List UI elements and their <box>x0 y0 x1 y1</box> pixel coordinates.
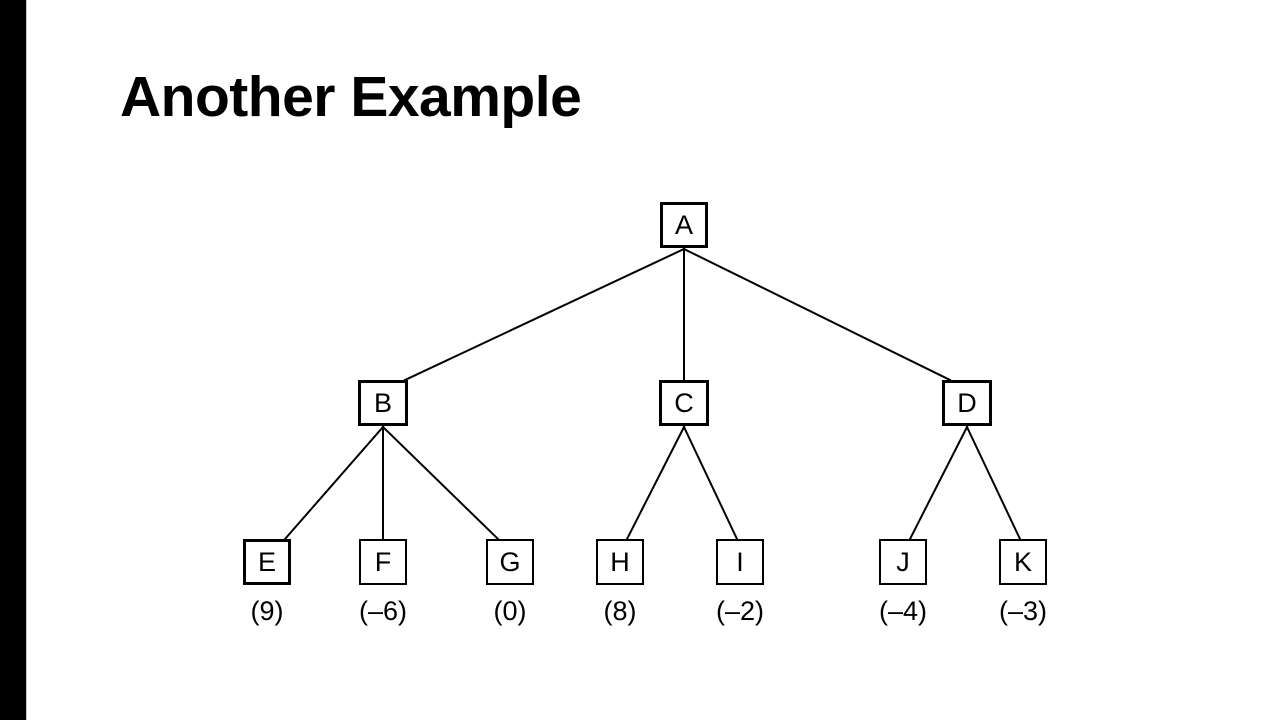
tree-node-label: G <box>499 546 521 577</box>
tree-node-j[interactable]: J <box>879 539 927 585</box>
tree-node-i[interactable]: I <box>716 539 764 585</box>
edge-layer <box>283 247 1022 541</box>
tree-edge-c-h <box>625 425 686 541</box>
tree-node-value-e: (9) <box>250 596 284 626</box>
tree-node-k[interactable]: K <box>999 539 1047 585</box>
tree-edge-b-g <box>381 425 500 541</box>
tree-edge-d-k <box>965 425 1022 541</box>
tree-node-b[interactable]: B <box>358 380 408 426</box>
tree-node-label: F <box>374 546 392 577</box>
tree-node-value-h: (8) <box>603 596 637 626</box>
tree-edge-a-b <box>403 247 686 382</box>
tree-node-label: H <box>610 546 630 577</box>
tree-node-h[interactable]: H <box>596 539 644 585</box>
tree-node-label: C <box>674 387 694 418</box>
tree-node-label: A <box>674 209 693 240</box>
tree-node-f[interactable]: F <box>359 539 407 585</box>
tree-node-label: D <box>957 387 977 418</box>
tree-node-label: J <box>896 546 910 577</box>
tree-node-value-f: (–6) <box>358 596 407 626</box>
tree-node-label: K <box>1013 546 1032 577</box>
tree-node-label: I <box>736 546 744 577</box>
tree-node-label: E <box>257 546 276 577</box>
tree-node-value-i: (–2) <box>715 596 764 626</box>
page-title: Another Example <box>120 65 582 129</box>
tree-node-a[interactable]: A <box>660 202 708 248</box>
tree-node-e[interactable]: E <box>243 539 291 585</box>
tree-node-value-k: (–3) <box>998 596 1047 626</box>
tree-node-c[interactable]: C <box>659 380 709 426</box>
tree-edge-c-i <box>682 425 739 541</box>
tree-edge-d-j <box>908 425 969 541</box>
tree-node-label: B <box>373 387 392 418</box>
tree-node-d[interactable]: D <box>942 380 992 426</box>
tree-edge-b-e <box>283 425 385 541</box>
tree-edge-a-d <box>682 247 952 382</box>
left-accent-bar <box>0 0 26 720</box>
tree-node-g[interactable]: G <box>486 539 534 585</box>
tree-node-value-g: (0) <box>493 596 527 626</box>
left-accent-bar-divider <box>26 0 27 720</box>
tree-node-value-j: (–4) <box>878 596 927 626</box>
